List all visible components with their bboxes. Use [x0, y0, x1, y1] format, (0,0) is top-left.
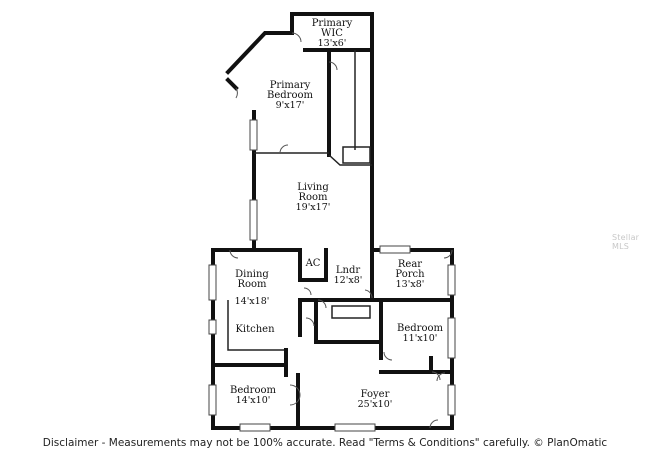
dining-room-label-2: Room — [237, 279, 267, 290]
living-room-label: Living — [297, 182, 329, 193]
laundry-label: Lndr — [336, 265, 360, 276]
primary-bedroom-label: Primary — [270, 80, 311, 91]
rear-porch-label: Rear — [398, 259, 422, 270]
laundry-dims: 12'x8' — [334, 275, 363, 286]
bedroom-right-label: Bedroom — [397, 323, 443, 334]
floor-plan-drawing: Primary WIC 13'x6' Primary Bedroom 9'x17… — [208, 12, 456, 432]
primary-wic-label: Primary — [312, 18, 353, 29]
bedroom-right-dims: 11'x10' — [403, 333, 438, 344]
living-room-dims: 19'x17' — [296, 202, 331, 213]
primary-wic-label-2: WIC — [321, 28, 343, 39]
rear-porch-dims: 13'x8' — [396, 279, 425, 290]
living-room-label-2: Room — [298, 192, 328, 203]
watermark: Stellar MLS — [612, 233, 640, 251]
bedroom-left-label: Bedroom — [230, 385, 276, 396]
ac-label: AC — [305, 258, 321, 269]
doors — [229, 32, 453, 429]
rear-porch-label-2: Porch — [395, 269, 425, 280]
dining-room-label: Dining — [235, 269, 269, 280]
dining-room-dims: 14'x18' — [235, 296, 270, 307]
interior-walls — [211, 48, 454, 430]
windows — [208, 119, 456, 432]
primary-bedroom-label-2: Bedroom — [267, 90, 313, 101]
room-labels: Primary WIC 13'x6' Primary Bedroom 9'x17… — [230, 18, 443, 410]
foyer-dims: 25'x10' — [358, 399, 393, 410]
primary-wic-dims: 13'x6' — [318, 38, 347, 49]
kitchen-label: Kitchen — [235, 324, 275, 335]
disclaimer-text: Disclaimer - Measurements may not be 100… — [42, 437, 608, 449]
bedroom-left-dims: 14'x10' — [236, 395, 271, 406]
foyer-label: Foyer — [361, 389, 390, 400]
primary-bedroom-dims: 9'x17' — [276, 100, 305, 111]
